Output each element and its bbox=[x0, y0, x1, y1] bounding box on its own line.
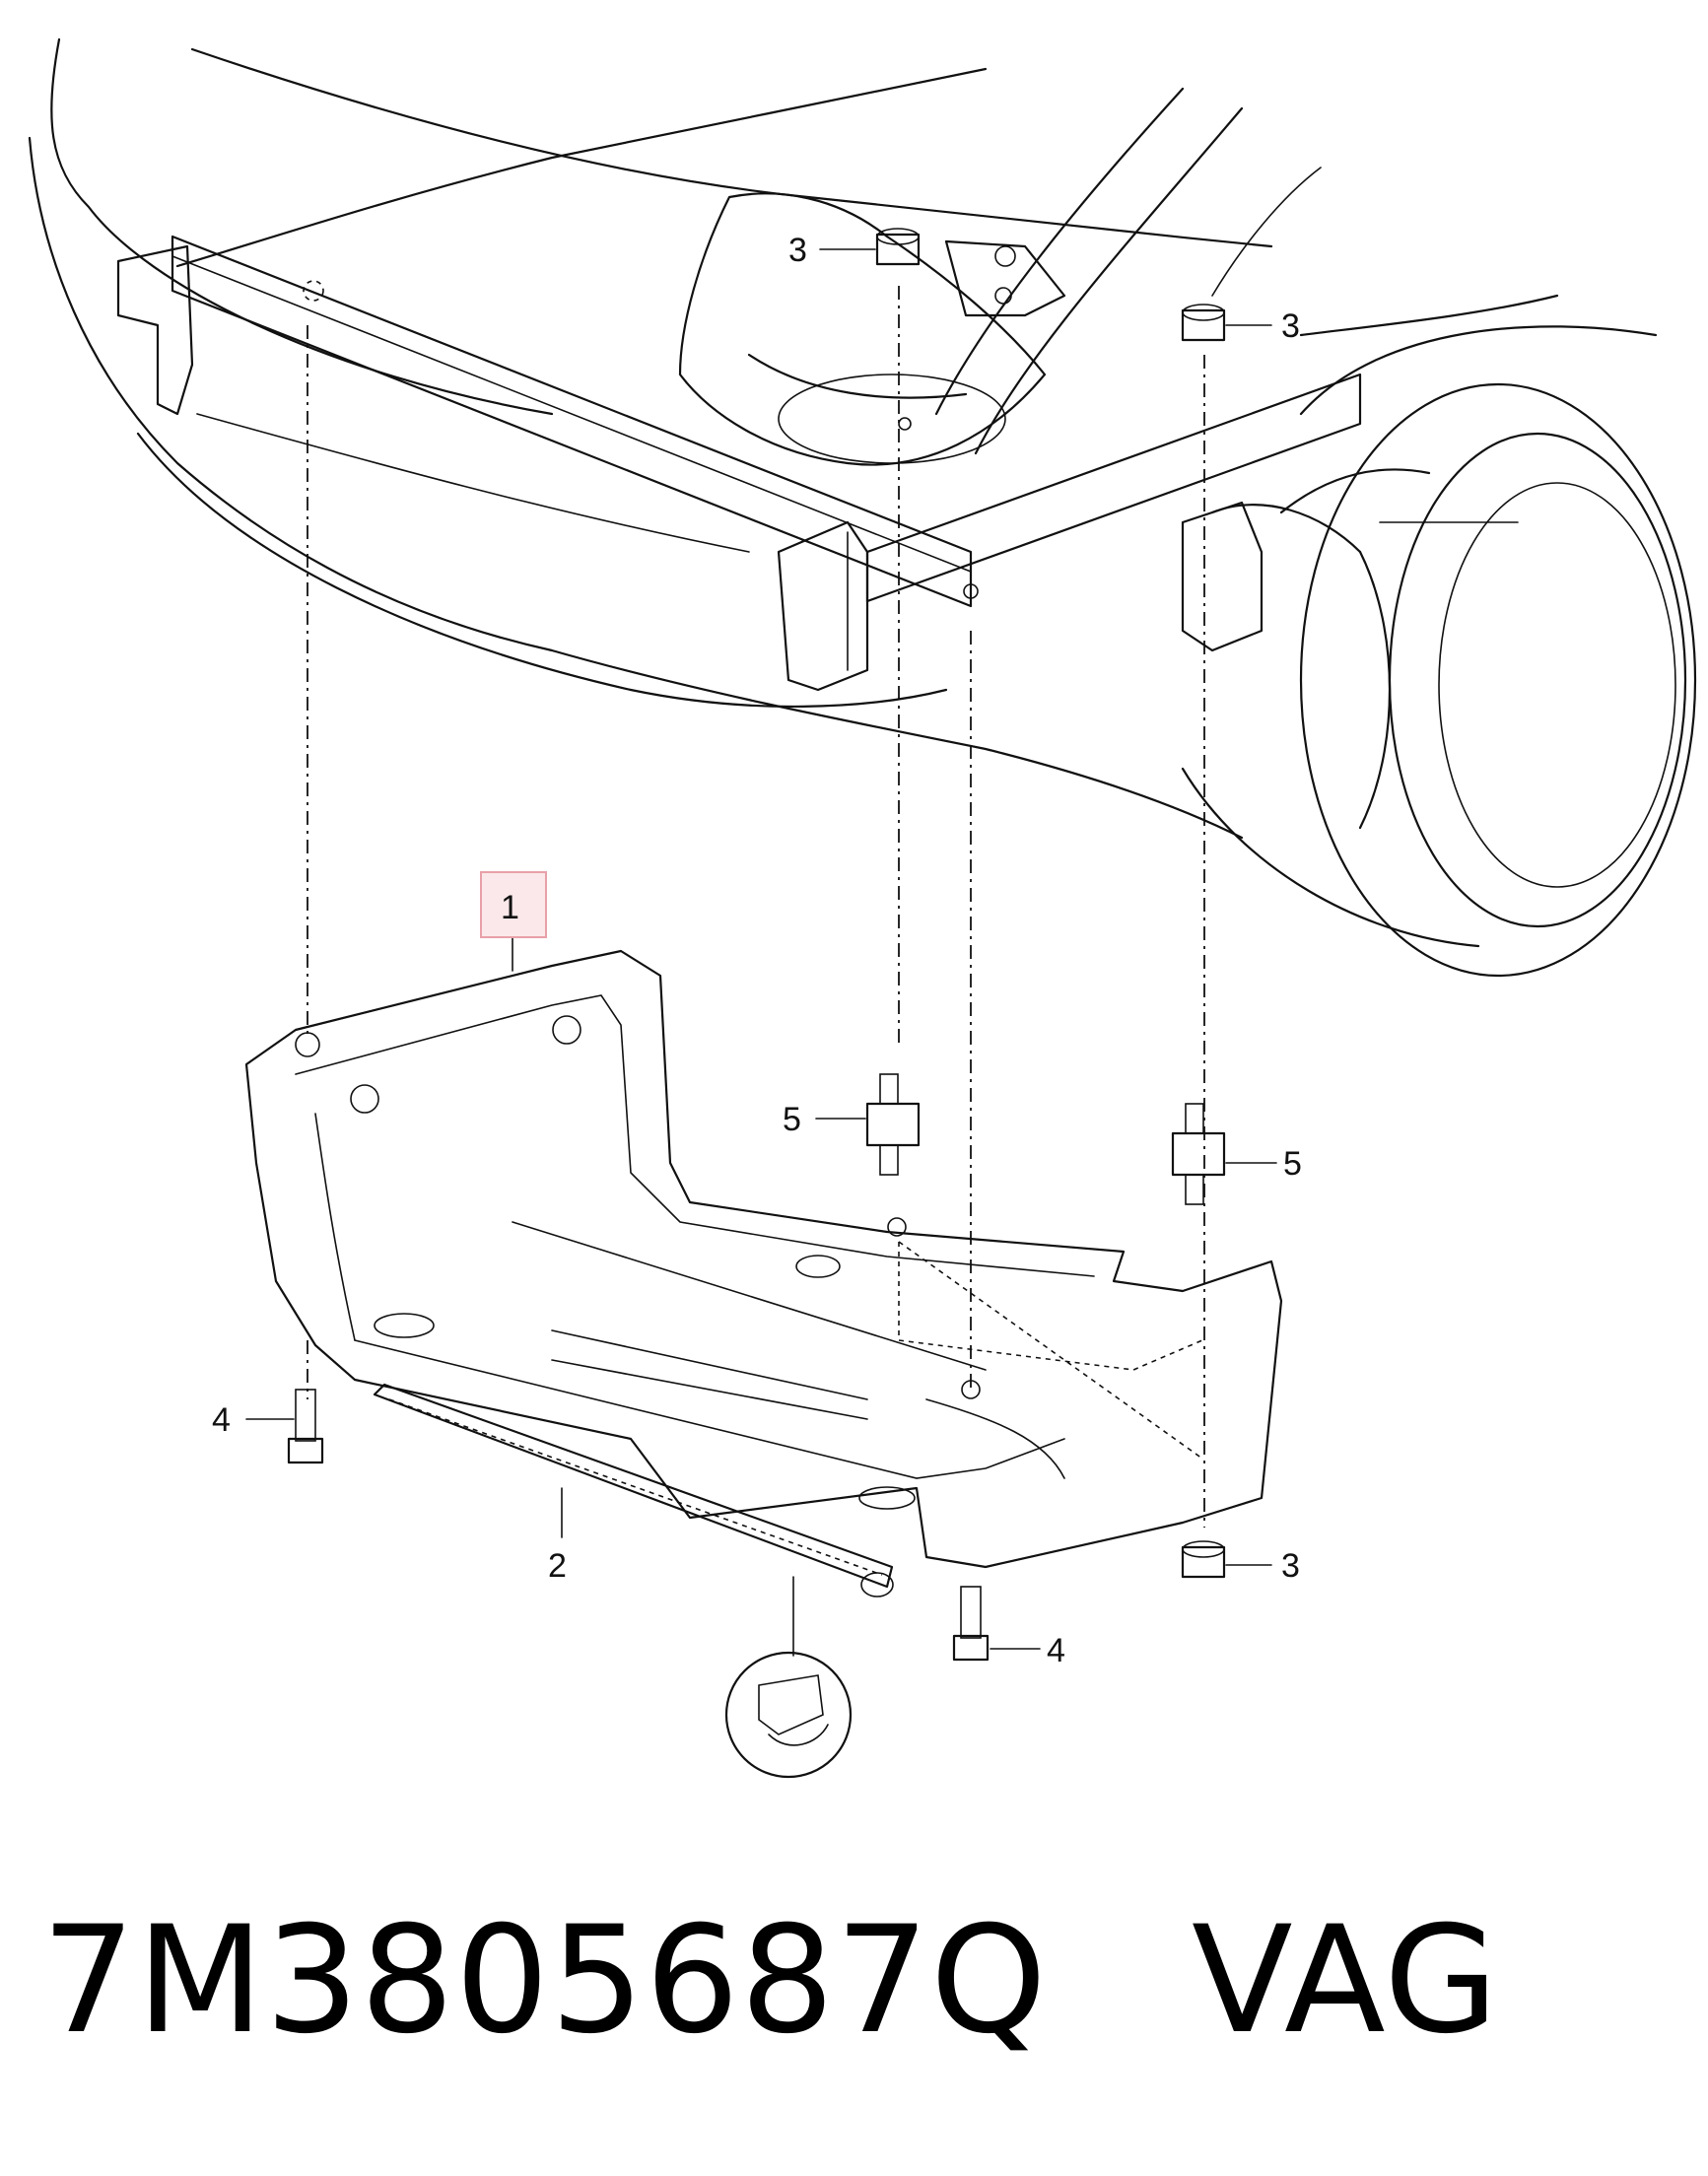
material-symbol-icon bbox=[724, 1576, 853, 1779]
callout-1-highlight bbox=[480, 871, 547, 938]
bolt-4-left bbox=[245, 1389, 324, 1464]
callout-3-top-right: 3 bbox=[1281, 307, 1300, 345]
callout-4-right: 4 bbox=[1047, 1632, 1065, 1669]
nut-3-top-left bbox=[819, 228, 921, 266]
part-number: 7M3805687Q bbox=[41, 1895, 1048, 2067]
callout-3-top-left: 3 bbox=[788, 232, 807, 269]
front-wheel bbox=[1181, 325, 1697, 978]
brand-name: VAG bbox=[1192, 1895, 1500, 2067]
assembly-lines bbox=[307, 286, 1205, 1528]
nut-3-bottom bbox=[1181, 1540, 1272, 1579]
sealing-strip bbox=[373, 1383, 894, 1598]
rubber-mount-5-left bbox=[815, 1073, 921, 1176]
bolt-4-right bbox=[952, 1586, 1041, 1662]
callout-5-left: 5 bbox=[783, 1101, 801, 1138]
callout-3-bottom: 3 bbox=[1281, 1547, 1300, 1585]
callout-1: 1 bbox=[501, 889, 519, 926]
nut-3-top-right bbox=[1181, 304, 1272, 342]
side-rail bbox=[865, 373, 1362, 652]
leader-lines bbox=[512, 935, 563, 1538]
inner-wheel-arch bbox=[678, 192, 1066, 466]
car-body-outline bbox=[28, 37, 1559, 840]
callout-4-left: 4 bbox=[212, 1401, 231, 1439]
callout-2: 2 bbox=[548, 1547, 567, 1585]
front-crossmember bbox=[116, 235, 979, 692]
part-number-caption: 7M3805687Q VAG bbox=[41, 1907, 1499, 2055]
rubber-mount-5-right bbox=[1171, 1103, 1277, 1205]
underbody-guard bbox=[244, 949, 1283, 1569]
callout-5-right: 5 bbox=[1283, 1145, 1302, 1183]
